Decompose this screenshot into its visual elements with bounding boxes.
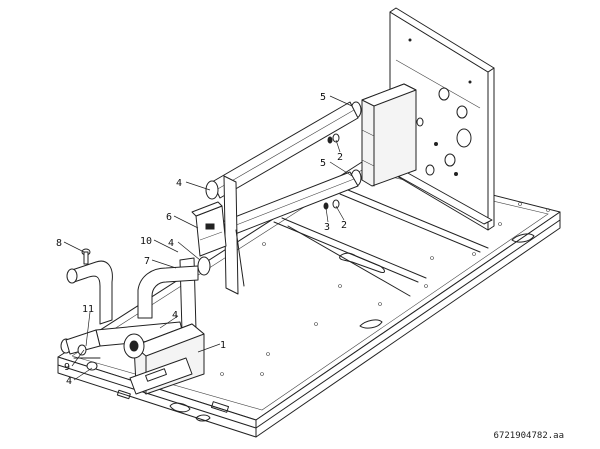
callout-5-lower: 5 (320, 158, 326, 169)
heat-exchanger-block (350, 83, 417, 187)
callout-8: 8 (56, 238, 62, 249)
drain-valve (73, 344, 101, 371)
inlet-pipe (66, 248, 113, 325)
callout-4-pump: 4 (172, 310, 178, 321)
callout-6: 6 (166, 212, 172, 223)
callout-10: 10 (140, 236, 152, 247)
riser-pipe (137, 256, 211, 333)
callout-5-upper: 5 (320, 92, 326, 103)
control-box (191, 201, 227, 257)
callout-2-lower: 2 (341, 220, 347, 231)
callout-3: 3 (324, 222, 330, 233)
callout-labels: 5 5 2 2 3 4 6 4 10 7 8 4 1 11 9 4 (56, 92, 347, 387)
callout-11: 11 (82, 304, 94, 315)
callout-4-bottom: 4 (66, 376, 72, 387)
callout-9: 9 (64, 362, 70, 373)
pump (123, 323, 205, 395)
nipple-fittings (323, 133, 340, 210)
frame-holes (220, 202, 550, 376)
lower-manifold (60, 321, 185, 355)
callout-4-top: 4 (176, 178, 182, 189)
callout-2-upper: 2 (337, 152, 343, 163)
rear-panel (389, 7, 495, 231)
reference-code: 6721904782.aa (493, 431, 564, 441)
leader-lines (63, 95, 353, 381)
callout-1: 1 (220, 340, 226, 351)
callout-7: 7 (144, 256, 150, 267)
callout-4-middle: 4 (168, 238, 174, 249)
support-bracket (223, 175, 245, 295)
